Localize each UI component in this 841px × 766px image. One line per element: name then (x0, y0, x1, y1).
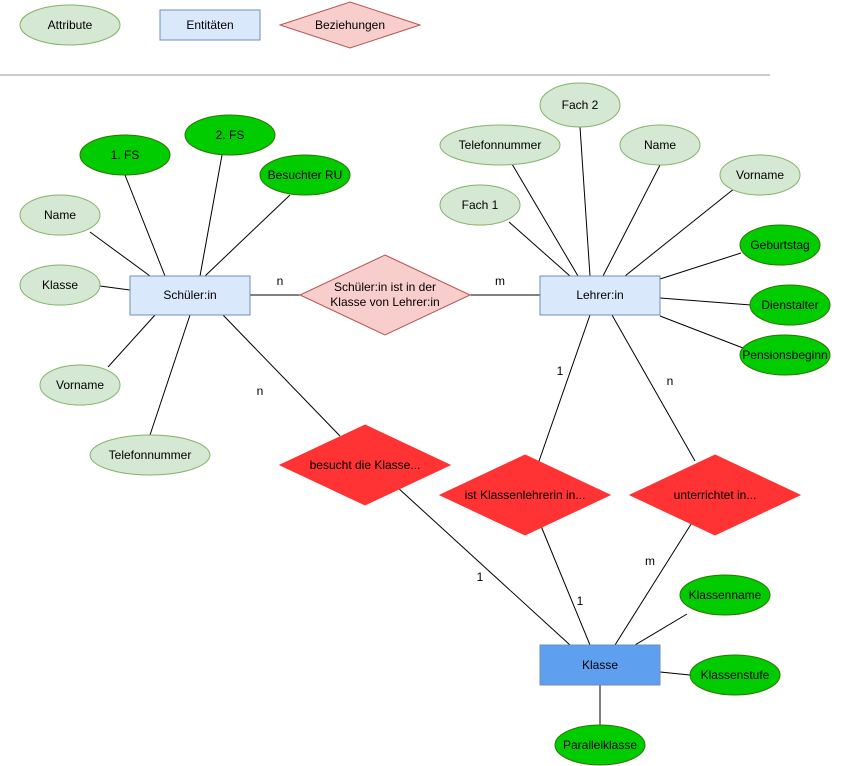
attribute-schueler-vorname-label: Vorname (56, 378, 104, 392)
attribute-schueler-fs2-label: 2. FS (216, 128, 245, 142)
legend-attribute: Attribute (19, 4, 121, 46)
attribute-lehrer-name: Name (619, 124, 701, 166)
attribute-lehrer-geburtstag: Geburtstag (739, 224, 821, 266)
attribute-schueler-klasse: Klasse (19, 264, 101, 306)
attribute-lehrer-fach2-label: Fach 2 (562, 98, 599, 112)
relation-besucht-label: besucht die Klasse... (310, 458, 421, 472)
legend-relation: Beziehungen (278, 1, 422, 49)
cardinality-unterrichtet-lehrer: n (667, 374, 674, 388)
attribute-lehrer-geburtstag-label: Geburtstag (750, 238, 809, 252)
attribute-lehrer-dienstalter: Dienstalter (749, 284, 831, 326)
attribute-klasse-stufe-label: Klassenstufe (701, 668, 770, 682)
relation-klassenlehrer: ist Klassenlehrerin in... (438, 454, 612, 536)
attribute-schueler-ru: Besuchter RU (259, 154, 351, 196)
legend-entity: Entitäten (159, 9, 261, 41)
attribute-klasse-stufe: Klassenstufe (689, 654, 781, 696)
legend-attribute-label: Attribute (48, 18, 93, 32)
cardinality-unterrichtet-klasse: m (645, 554, 655, 568)
attribute-lehrer-fach1: Fach 1 (439, 184, 521, 226)
attribute-klasse-name-label: Klassenname (689, 588, 762, 602)
attribute-lehrer-telefon: Telefonnummer (439, 124, 561, 166)
entity-lehrer: Lehrer:in (539, 275, 661, 316)
connector-lines (89, 126, 752, 726)
cardinality-klassenlehrer-lehrer: 1 (557, 364, 564, 378)
relation-unterrichtet: unterrichtet in... (628, 454, 802, 536)
cardinality-besucht-schueler: n (257, 384, 264, 398)
attribute-schueler-telefon-label: Telefonnummer (109, 448, 192, 462)
attribute-schueler-klasse-label: Klasse (42, 278, 78, 292)
attribute-schueler-fs1-label: 1. FS (111, 148, 140, 162)
legend-relation-label: Beziehungen (315, 18, 385, 32)
attribute-schueler-vorname: Vorname (39, 364, 121, 406)
cardinality-labels: n m n 1 1 1 n m (257, 274, 674, 608)
cardinality-sl-lehrer: m (495, 274, 505, 288)
relation-besucht: besucht die Klasse... (278, 424, 452, 506)
attribute-lehrer-dienstalter-label: Dienstalter (761, 298, 818, 312)
relation-schueler-lehrer: Schüler:in ist in der Klasse von Lehrer:… (298, 254, 472, 336)
attribute-schueler-name: Name (19, 194, 101, 236)
attribute-schueler-telefon: Telefonnummer (89, 434, 211, 476)
legend-entity-label: Entitäten (186, 18, 233, 32)
attribute-schueler-ru-label: Besuchter RU (268, 168, 343, 182)
entity-lehrer-label: Lehrer:in (576, 288, 623, 302)
relation-schueler-lehrer-label-2: Klasse von Lehrer:in (330, 295, 439, 309)
attribute-lehrer-pension: Pensionsbeginn (739, 334, 831, 376)
entity-schueler: Schüler:in (129, 275, 251, 316)
attribute-lehrer-fach1-label: Fach 1 (462, 198, 499, 212)
relation-unterrichtet-label: unterrichtet in... (674, 488, 757, 502)
attribute-klasse-name: Klassenname (679, 574, 771, 616)
attribute-lehrer-vorname: Vorname (719, 154, 801, 196)
cardinality-besucht-klasse: 1 (477, 570, 484, 584)
entity-schueler-label: Schüler:in (163, 288, 216, 302)
cardinality-klassenlehrer-klasse: 1 (577, 594, 584, 608)
attribute-klasse-parallel: Parallelklasse (554, 724, 646, 766)
attribute-lehrer-vorname-label: Vorname (736, 168, 784, 182)
attribute-klasse-parallel-label: Parallelklasse (563, 738, 637, 752)
attribute-lehrer-telefon-label: Telefonnummer (459, 138, 542, 152)
relation-klassenlehrer-label: ist Klassenlehrerin in... (465, 488, 586, 502)
entity-klasse: Klasse (539, 644, 661, 686)
attribute-schueler-fs2: 2. FS (184, 114, 276, 156)
attribute-lehrer-pension-label: Pensionsbeginn (742, 348, 827, 362)
attribute-schueler-name-label: Name (44, 208, 76, 222)
attribute-lehrer-name-label: Name (644, 138, 676, 152)
relation-schueler-lehrer-label-1: Schüler:in ist in der (334, 280, 436, 294)
entity-klasse-label: Klasse (582, 658, 618, 672)
attribute-schueler-fs1: 1. FS (79, 134, 171, 176)
attribute-lehrer-fach2: Fach 2 (539, 82, 621, 128)
cardinality-sl-schueler: n (277, 274, 284, 288)
